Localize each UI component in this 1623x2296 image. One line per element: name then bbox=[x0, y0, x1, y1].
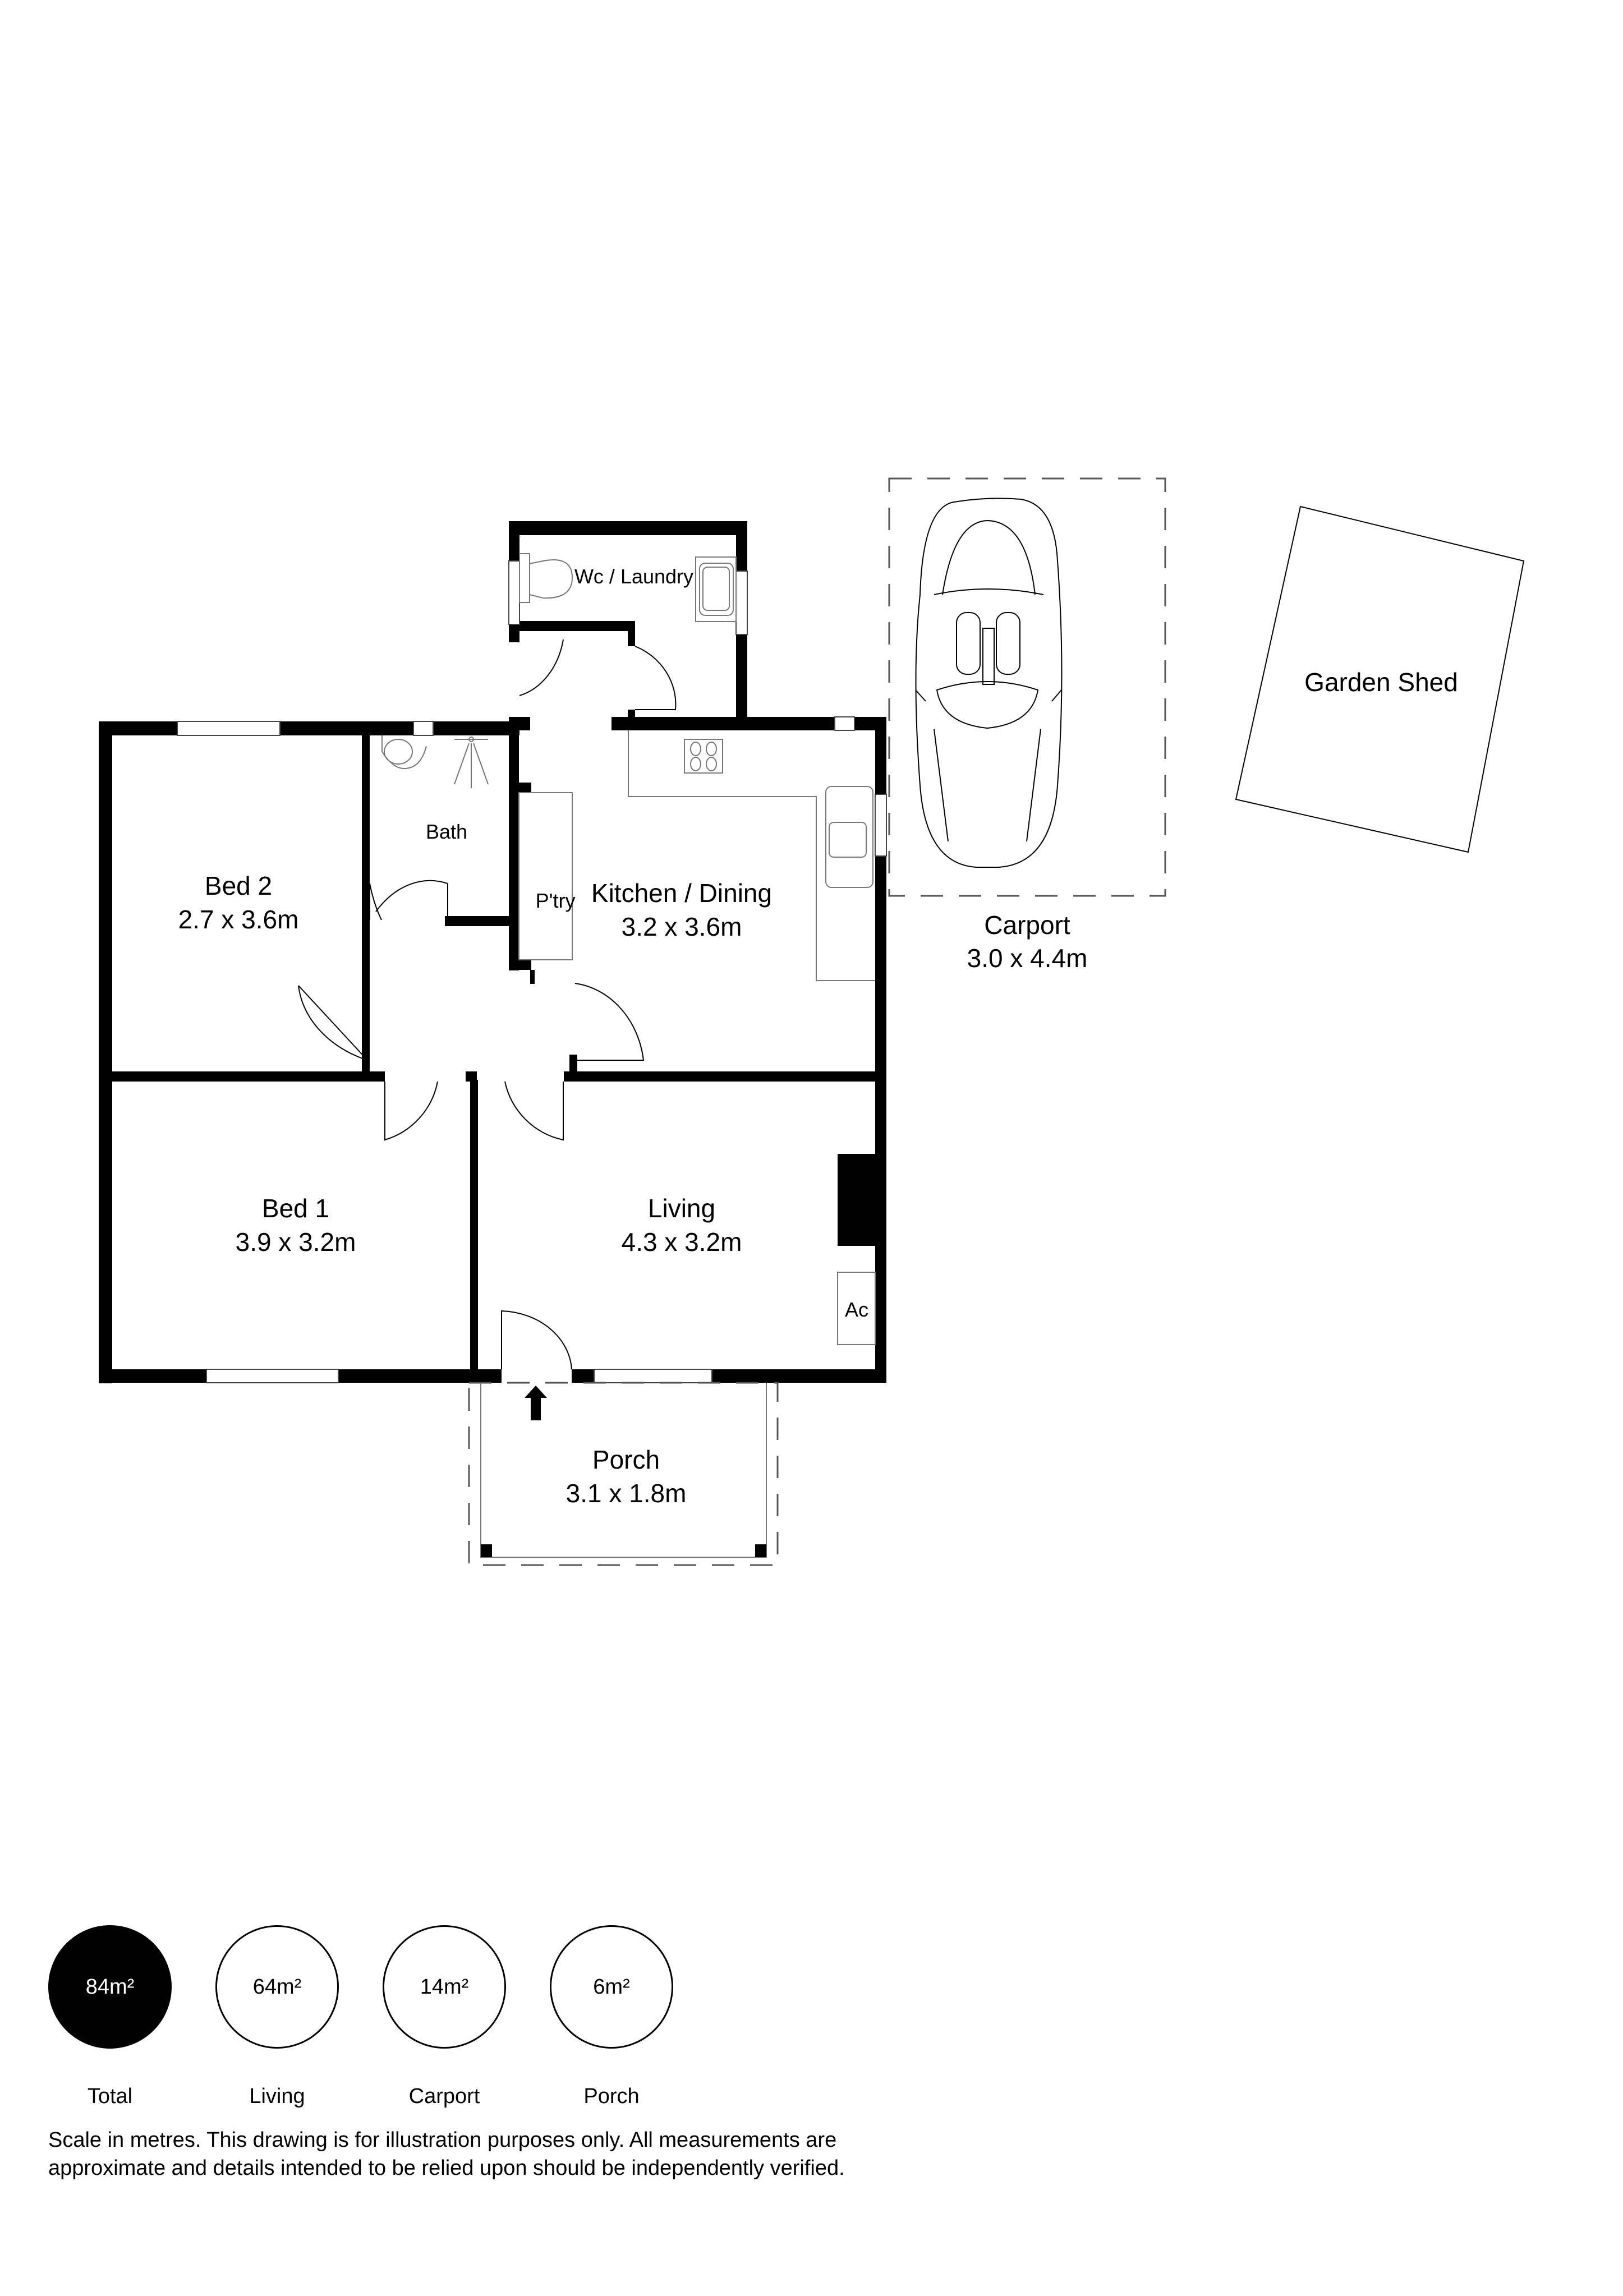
ac-unit bbox=[837, 1272, 876, 1345]
area-carport-label: Carport bbox=[408, 2085, 480, 2108]
area-porch: 6m² Porch bbox=[550, 1925, 673, 2109]
porch bbox=[468, 1382, 779, 1566]
laundry-tub-icon bbox=[695, 556, 737, 622]
pantry-label: P'try bbox=[536, 889, 576, 912]
bed1-dims: 3.9 x 3.2m bbox=[236, 1227, 356, 1257]
area-porch-value: 6m² bbox=[550, 1925, 673, 2049]
bed2-label: Bed 2 bbox=[205, 871, 272, 900]
entry-arrow-icon bbox=[525, 1386, 547, 1420]
wc-laundry-label: Wc / Laundry bbox=[574, 565, 693, 588]
door-arc bbox=[519, 639, 564, 696]
shower-icon bbox=[454, 737, 489, 788]
sink-icon bbox=[825, 786, 873, 888]
bath-fixtures bbox=[381, 735, 489, 788]
toilet-icon bbox=[519, 553, 573, 603]
area-total: 84m² Total bbox=[48, 1925, 172, 2109]
garden-shed-label: Garden Shed bbox=[1304, 668, 1458, 697]
porch-dims: 3.1 x 1.8m bbox=[566, 1479, 687, 1508]
porch-label: Porch bbox=[592, 1445, 660, 1474]
interior-walls bbox=[99, 724, 886, 1380]
bath-label: Bath bbox=[426, 820, 467, 843]
disclaimer-line-2: approximate and details intended to be r… bbox=[48, 2156, 845, 2180]
disclaimer-line-1: Scale in metres. This drawing is for ill… bbox=[48, 2128, 837, 2152]
area-total-value: 84m² bbox=[48, 1925, 172, 2049]
area-porch-label: Porch bbox=[583, 2085, 640, 2108]
bed2-dims: 2.7 x 3.6m bbox=[178, 905, 299, 934]
area-living: 64m² Living bbox=[215, 1925, 339, 2109]
kitchen-fixtures bbox=[628, 730, 875, 981]
area-carport-value: 14m² bbox=[383, 1925, 506, 2049]
kitchen-dining-dims: 3.2 x 3.6m bbox=[622, 912, 742, 941]
area-living-label: Living bbox=[249, 2085, 305, 2108]
garden-shed bbox=[1235, 505, 1525, 853]
area-living-value: 64m² bbox=[215, 1925, 339, 2049]
carport-label: Carport bbox=[984, 910, 1070, 940]
ac-label: Ac bbox=[845, 1298, 868, 1321]
disclaimer: Scale in metres. This drawing is for ill… bbox=[48, 2126, 1002, 2182]
cooktop-icon bbox=[684, 739, 723, 774]
carport bbox=[888, 477, 1166, 897]
house-walls bbox=[99, 716, 887, 1383]
living-dims: 4.3 x 3.2m bbox=[622, 1227, 742, 1257]
basin-icon bbox=[381, 735, 427, 770]
kitchen-dining-label: Kitchen / Dining bbox=[591, 878, 772, 908]
wc-laundry-room: Wc / Laundry bbox=[508, 521, 748, 729]
area-total-label: Total bbox=[87, 2085, 133, 2108]
bed1-label: Bed 1 bbox=[262, 1194, 329, 1223]
car-icon bbox=[915, 498, 1063, 868]
door-arcs bbox=[298, 880, 645, 1370]
living-label: Living bbox=[648, 1194, 715, 1223]
carport-dims: 3.0 x 4.4m bbox=[967, 944, 1088, 973]
area-carport: 14m² Carport bbox=[383, 1925, 506, 2109]
